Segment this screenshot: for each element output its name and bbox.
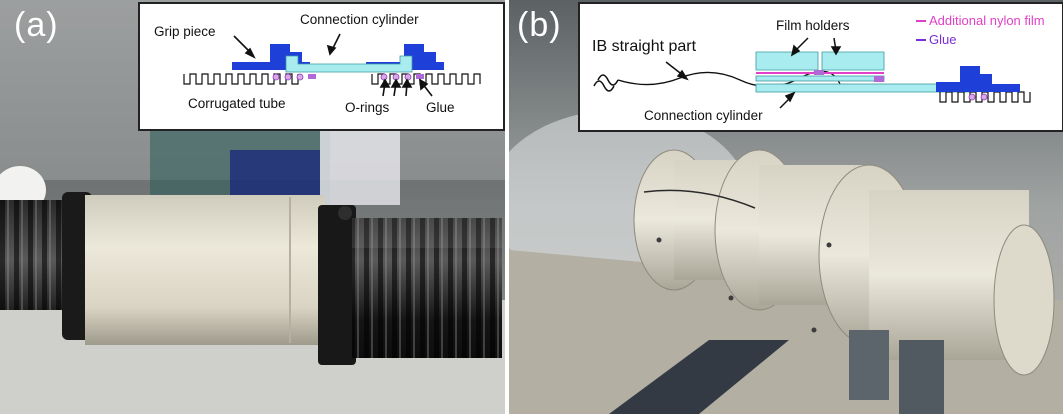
panel-b-schematic-drawing (593, 20, 1031, 109)
panel-b-schematic: IB straight part Film holders Connection… (578, 2, 1063, 132)
label-ib-straight-part: IB straight part (592, 38, 697, 55)
legend-glue: Glue (929, 32, 957, 47)
label-connection-cylinder: Connection cylinder (300, 12, 419, 27)
label-glue: Glue (426, 100, 455, 115)
label-o-rings: O-rings (345, 100, 390, 115)
label-connection-cylinder-b: Connection cylinder (644, 108, 763, 123)
label-corrugated-tube: Corrugated tube (188, 96, 286, 111)
panel-a-photo: (a) (0, 0, 505, 414)
label-grip-piece: Grip piece (154, 24, 216, 39)
panel-a-schematic: Grip piece Connection cylinder Corrugate… (138, 2, 505, 131)
panel-a-schematic-drawing (183, 33, 481, 97)
legend-additional-nylon-film: Additional nylon film (929, 13, 1045, 28)
label-film-holders: Film holders (776, 18, 850, 33)
panel-b-letter: (b) (517, 6, 562, 44)
panel-a-letter: (a) (14, 6, 59, 44)
panel-b-photo: (b) (509, 0, 1063, 414)
